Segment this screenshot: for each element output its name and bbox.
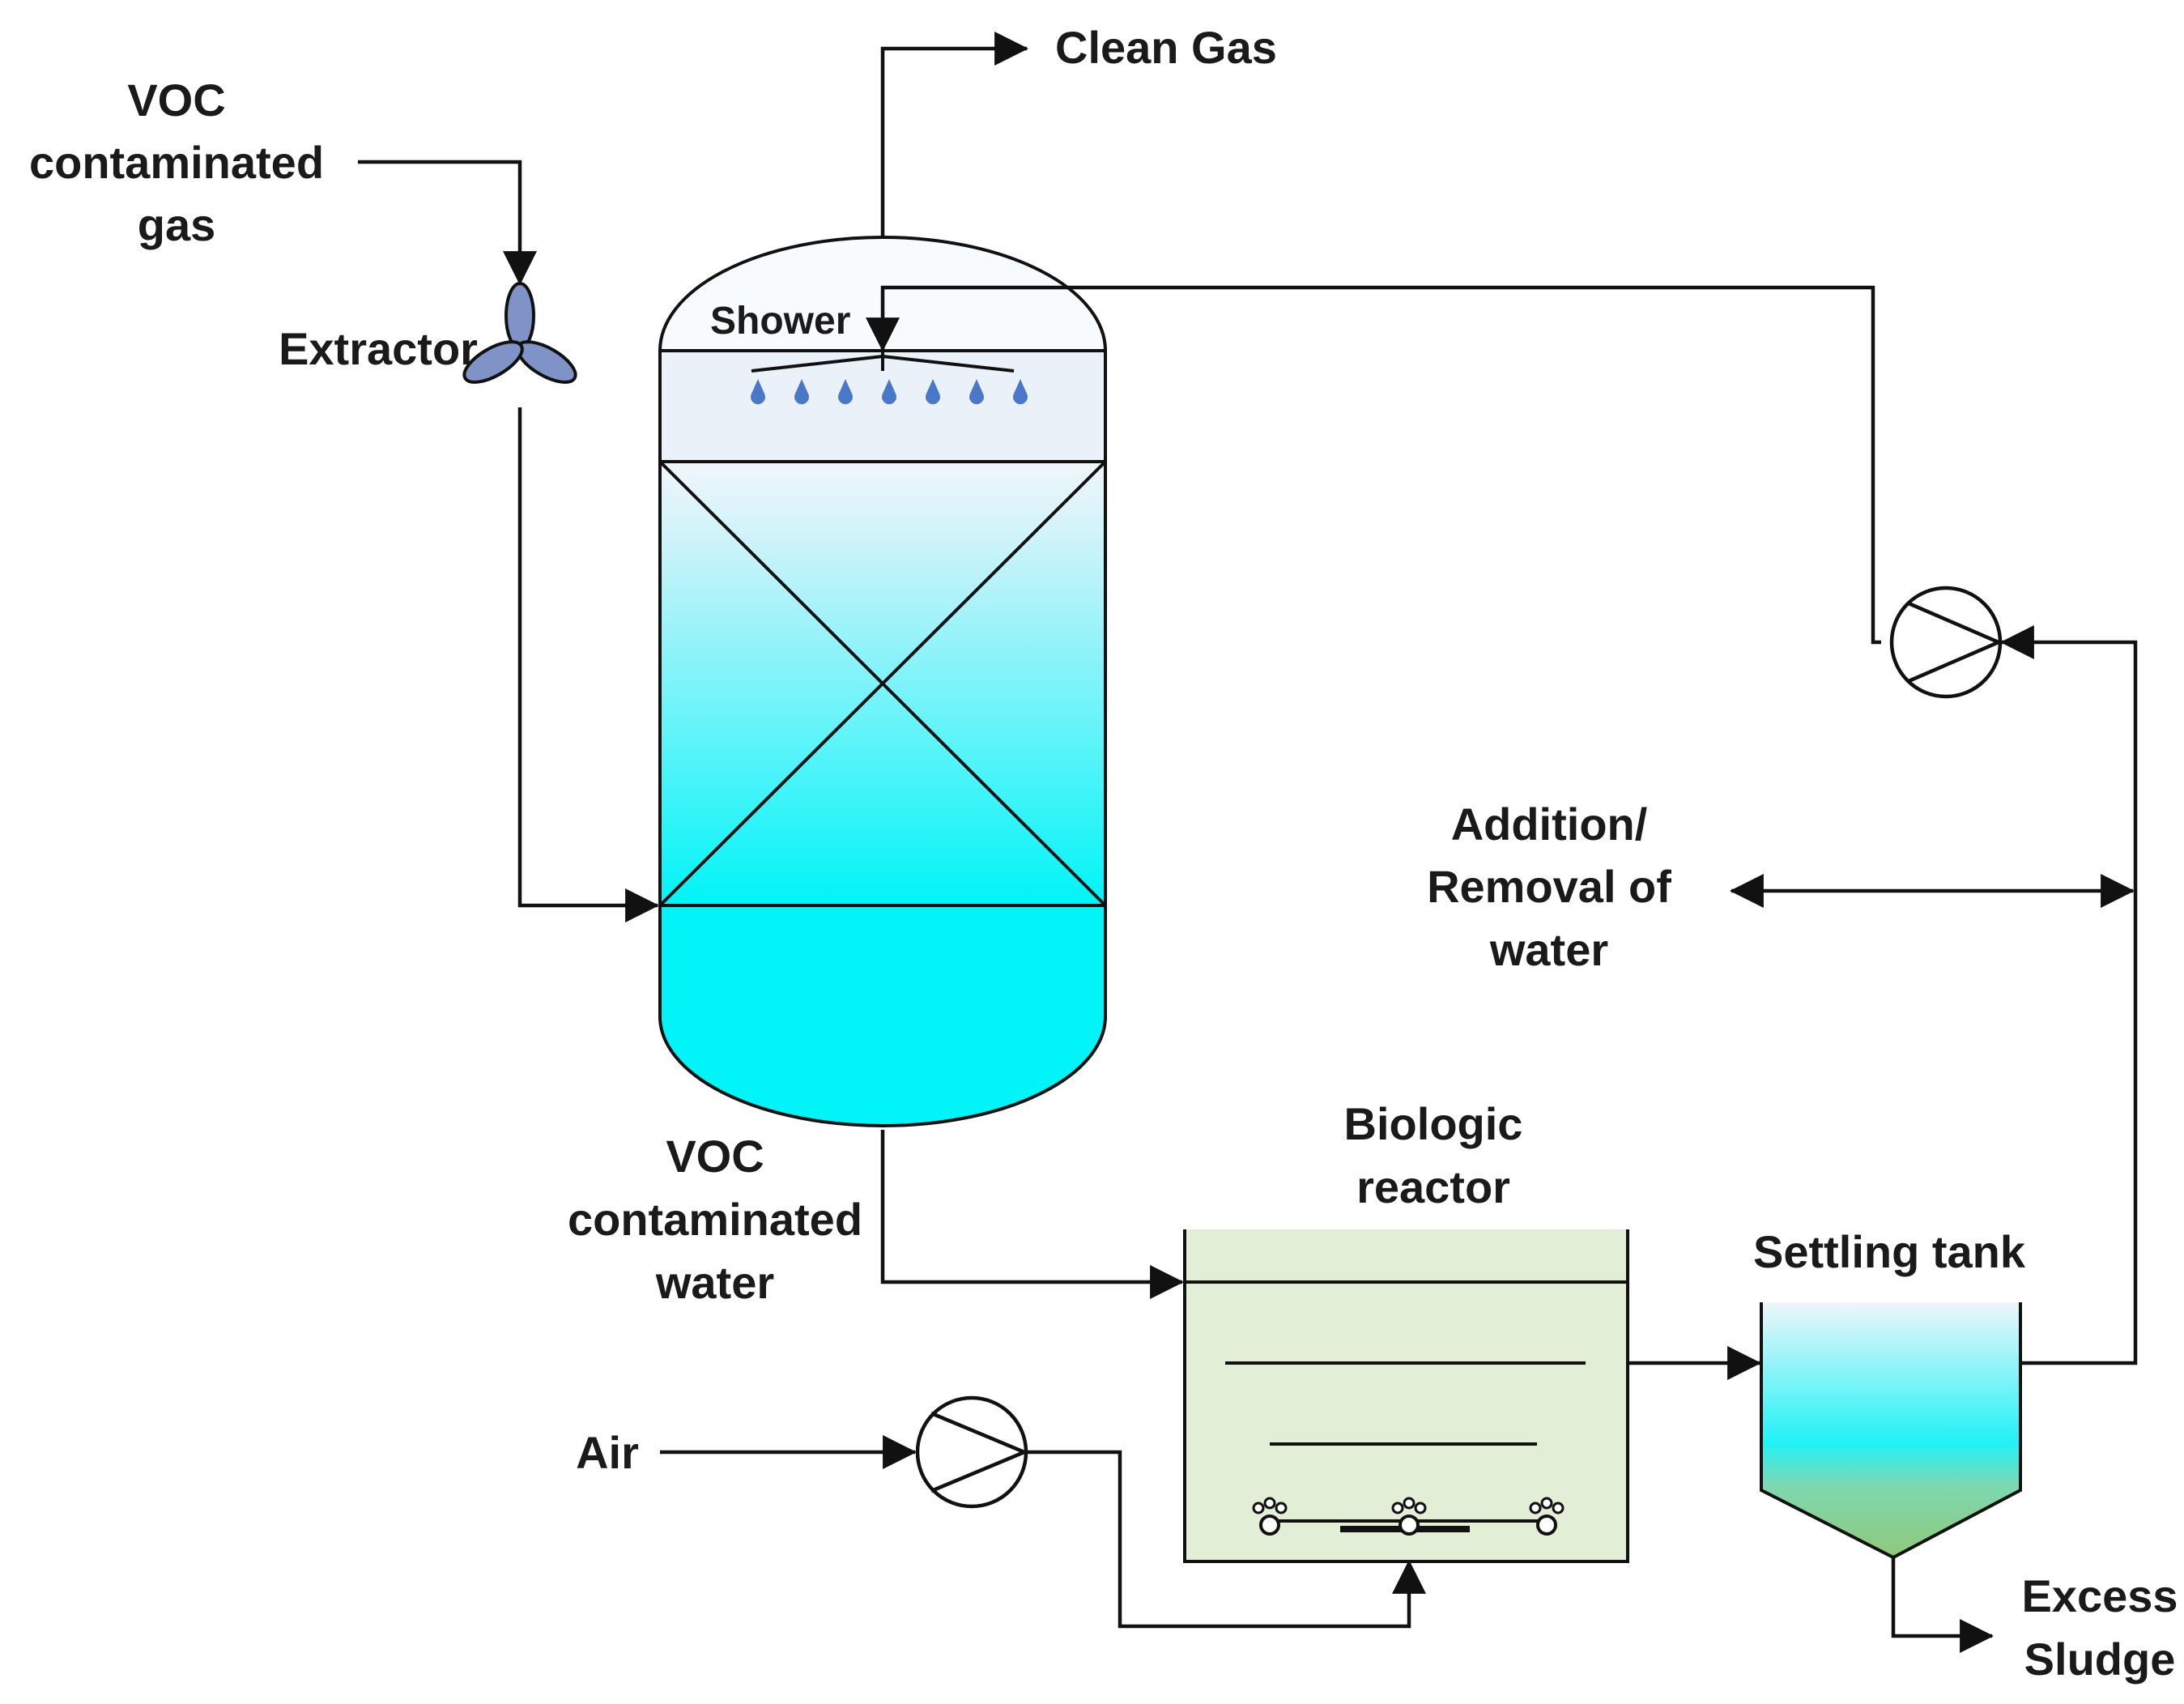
voc-gas-label-line1: VOC bbox=[127, 75, 225, 126]
shower-label: Shower bbox=[710, 300, 850, 343]
settling-tank-label: Settling tank bbox=[1753, 1226, 2026, 1277]
biologic-reactor-label-line2: reactor bbox=[1356, 1161, 1510, 1212]
column-to-reactor-line bbox=[880, 1130, 1185, 1299]
extractor-label: Extractor bbox=[279, 323, 478, 374]
air-pump-icon bbox=[915, 1395, 1029, 1509]
excess-sludge-label-line1: Excess bbox=[2021, 1570, 2178, 1621]
clean-gas-label: Clean Gas bbox=[1055, 22, 1277, 73]
voc-gas-label-line2: contaminated bbox=[29, 137, 324, 188]
air-to-reactor-line bbox=[1027, 1450, 1426, 1629]
voc-water-label-line3: water bbox=[655, 1257, 774, 1308]
biologic-reactor-label-line1: Biologic bbox=[1344, 1098, 1523, 1149]
water-exchange-label-line1: Addition/ bbox=[1451, 799, 1648, 850]
biologic-reactor bbox=[1183, 1229, 1629, 1563]
recirculation-line bbox=[866, 285, 1881, 645]
voc-water-label-line2: contaminated bbox=[568, 1194, 862, 1245]
water-exchange-label-line3: water bbox=[1489, 924, 1608, 975]
voc-gas-inlet-line bbox=[358, 160, 537, 286]
column-sump bbox=[658, 904, 1107, 1127]
water-exchange-label-line2: Removal of bbox=[1427, 861, 1671, 912]
extractor-to-column-line bbox=[517, 407, 660, 922]
three-blade-fan-icon bbox=[462, 282, 577, 384]
air-label: Air bbox=[576, 1427, 639, 1478]
settling-tank bbox=[1760, 1302, 2022, 1560]
air-diffuser-icon bbox=[1391, 1497, 1427, 1536]
recirculation-pump-icon bbox=[1889, 586, 2003, 699]
scrubber-column bbox=[658, 236, 1108, 1127]
clean-gas-line bbox=[880, 32, 1029, 237]
water-drop-icon bbox=[751, 379, 1028, 405]
air-diffuser-icon bbox=[1252, 1497, 1288, 1536]
excess-sludge-label-line2: Sludge bbox=[2024, 1634, 2176, 1685]
sludge-outlet-line bbox=[1891, 1557, 1995, 1653]
voc-gas-label-line3: gas bbox=[138, 199, 216, 250]
settling-return-line bbox=[1999, 625, 2138, 1365]
voc-water-label-line1: VOC bbox=[666, 1131, 764, 1182]
shower-head bbox=[751, 351, 1028, 405]
packing-cross-2 bbox=[658, 460, 1107, 907]
air-diffuser-icon bbox=[1529, 1497, 1565, 1536]
